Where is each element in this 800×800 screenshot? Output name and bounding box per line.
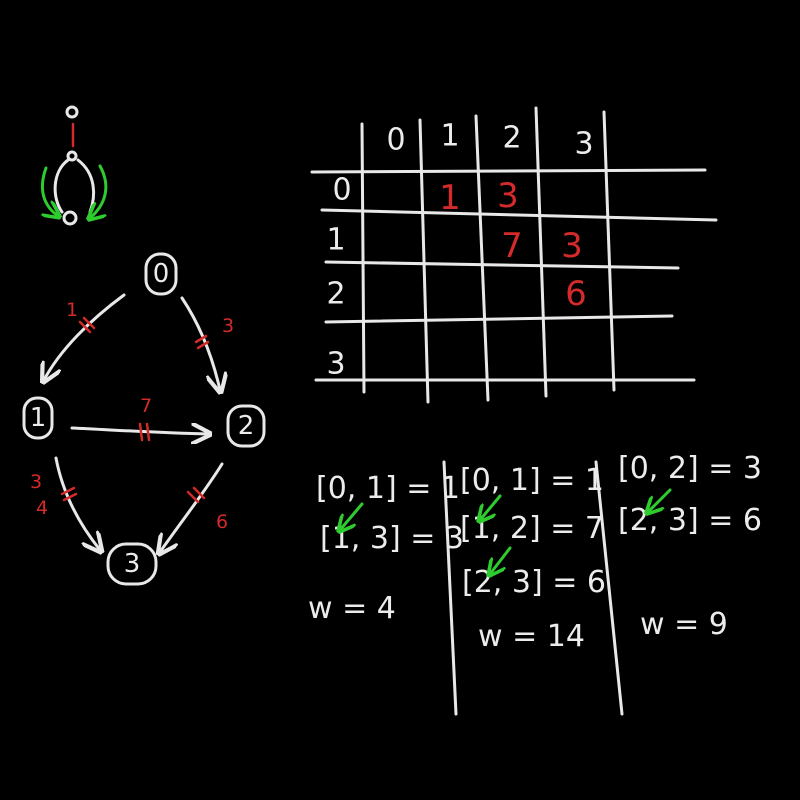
svg-text:1: 1 [30,403,47,433]
edge-ticks [60,316,210,504]
adjacency-matrix: 0 1 2 3 0 1 2 3 1 3 7 3 6 [310,106,718,404]
column-divider-2 [594,460,624,716]
path-enumeration: [0, 1] = 1 [1, 3] = 3 w = 4 [0, 1] = 1 [… [308,451,762,716]
svg-text:2: 2 [238,411,255,441]
graph-node-0: 0 [144,252,178,296]
edge-0-1-weight: 1 [66,299,78,321]
edge-1-2-weight: 7 [140,395,152,417]
edge-1-2 [70,428,208,434]
matrix-row-header-0: 0 [332,173,351,208]
edge-0-2-weight: 3 [222,315,234,337]
matrix-cell-0-2: 3 [497,176,519,216]
path-2-link-arrow-1 [480,494,502,520]
path-1-link-arrow [340,502,364,530]
edge-2-3 [160,462,224,552]
path-3-link-arrow [648,488,672,512]
edge-1-3-weight: 3 [30,471,42,493]
matrix-cell-1-3: 3 [561,226,583,266]
path-1-step-1: [0, 1] = 1 [316,471,460,506]
edge-1-3-weight-correction: 4 [36,497,48,519]
weighted-graph: 0 1 2 3 1 3 7 3 4 6 [22,252,266,586]
path-2-step-3: [2, 3] = 6 [462,565,606,600]
path-3-total: w = 9 [640,607,728,642]
graph-node-3: 3 [106,542,158,586]
path-2-step-1: [0, 1] = 1 [460,463,604,498]
matrix-cell-2-3: 6 [565,274,587,314]
path-1: [0, 1] = 1 [1, 3] = 3 w = 4 [308,471,464,626]
svg-text:3: 3 [124,549,141,579]
matrix-col-header-0: 0 [386,123,405,158]
matrix-row-header-2: 2 [326,277,345,312]
path-3-step-2: [2, 3] = 6 [618,503,762,538]
graph-node-2: 2 [226,404,266,448]
graph-node-1: 1 [22,396,54,440]
matrix-grid-lines [310,106,718,404]
path-3-step-1: [0, 2] = 3 [618,451,762,486]
edge-0-1 [44,293,126,380]
path-1-total: w = 4 [308,591,396,626]
recursion-sketch [41,105,108,226]
matrix-col-header-2: 2 [502,121,521,156]
path-2-total: w = 14 [478,619,585,654]
edge-0-2 [180,296,220,390]
matrix-row-header-1: 1 [326,223,345,258]
matrix-col-header-1: 1 [440,119,459,154]
path-2: [0, 1] = 1 [1, 2] = 7 [2, 3] = 6 w = 14 [460,463,606,654]
matrix-col-header-3: 3 [574,127,593,162]
matrix-cell-1-2: 7 [501,226,523,266]
path-3: [0, 2] = 3 [2, 3] = 6 w = 9 [618,451,762,642]
edge-2-3-weight: 6 [216,511,228,533]
svg-text:0: 0 [153,259,170,289]
edge-1-3 [54,456,100,550]
matrix-row-header-3: 3 [326,347,345,382]
column-divider-1 [442,460,458,716]
path-2-link-arrow-2 [490,546,512,574]
matrix-cell-0-1: 1 [439,178,461,218]
